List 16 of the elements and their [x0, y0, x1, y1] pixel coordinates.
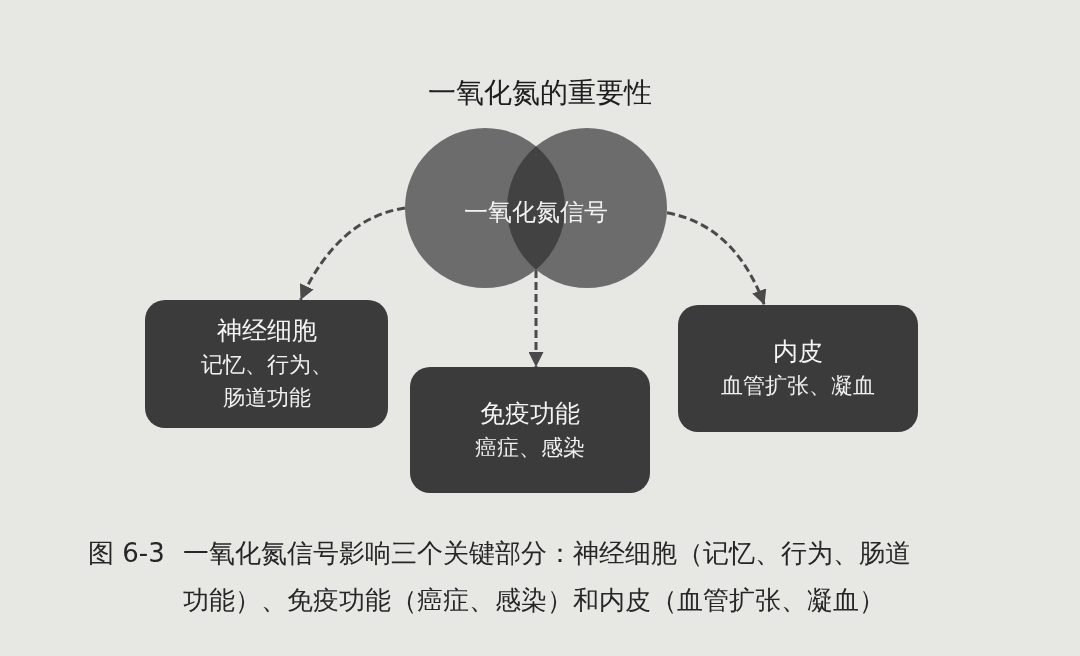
- box-title: 内皮: [773, 336, 823, 368]
- figure-number: 图 6-3: [88, 537, 165, 570]
- box-title: 免疫功能: [480, 397, 580, 430]
- dashed-arrow: [528, 270, 544, 367]
- figure-caption: 一氧化氮信号影响三个关键部分：神经细胞（记忆、行为、肠道功能）、免疫功能（癌症、感染）和内皮（血管扩张、凝血）: [183, 537, 912, 617]
- box-title: 神经细胞: [216, 315, 317, 347]
- box-text: 血管扩张、凝血: [721, 372, 875, 400]
- rounded-box: [145, 300, 388, 428]
- rounded-box: [410, 367, 650, 493]
- dashed-arrow: [299, 206, 406, 301]
- box-text: 记忆、行为、肠道功能: [199, 351, 334, 412]
- diagram-title: 一氧化氮的重要性: [428, 75, 652, 111]
- box-text: 癌症、感染: [475, 433, 585, 462]
- dashed-arrow: [666, 211, 766, 306]
- node-label: 一氧化氮信号: [464, 197, 608, 227]
- rounded-box: [678, 305, 918, 432]
